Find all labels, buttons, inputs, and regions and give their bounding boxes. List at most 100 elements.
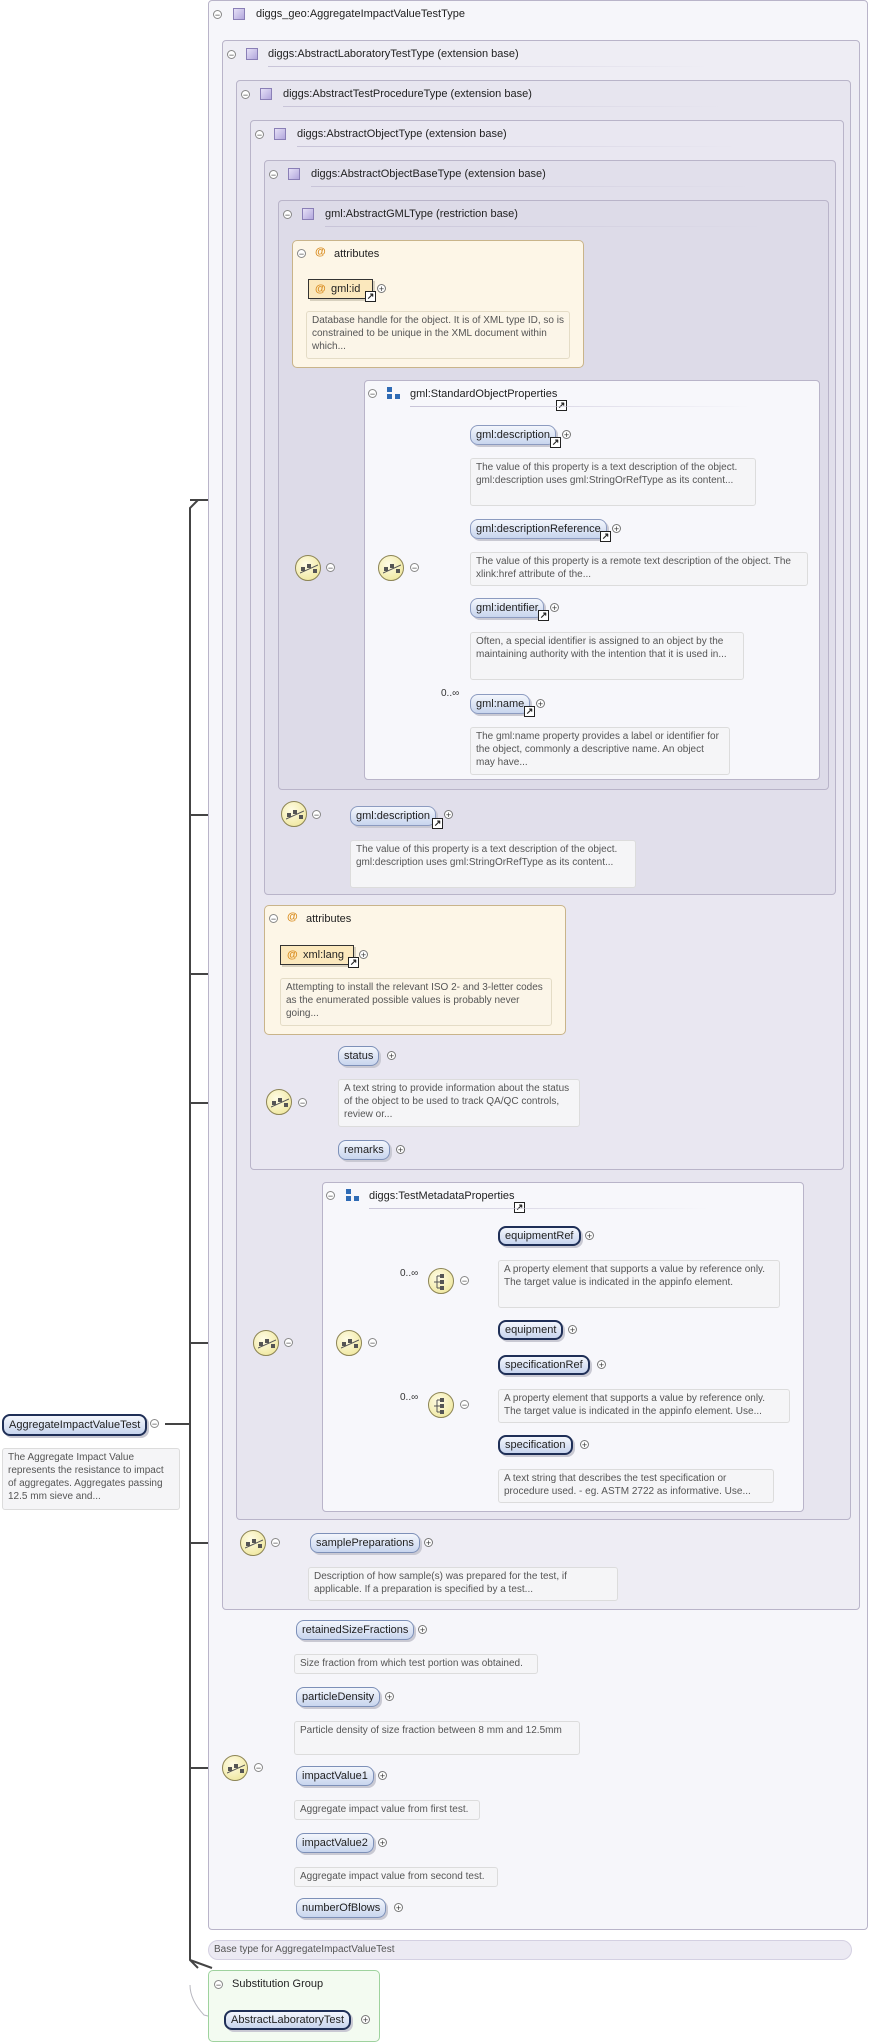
element-description: Description of how sample(s) was prepare… bbox=[308, 1567, 618, 1601]
sequence-compositor-icon[interactable] bbox=[281, 801, 307, 827]
reference-arrow-icon: ↗ bbox=[524, 706, 535, 717]
collapse-toggle[interactable]: − bbox=[460, 1400, 469, 1410]
element-number-of-blows[interactable]: numberOfBlows bbox=[296, 1898, 387, 1918]
collapse-toggle[interactable]: − bbox=[297, 249, 306, 259]
element-gml-identifier[interactable]: gml:identifier bbox=[470, 598, 545, 618]
expand-icon[interactable]: + bbox=[387, 1051, 396, 1061]
expand-icon[interactable]: + bbox=[562, 430, 571, 440]
element-impact-value-2[interactable]: impactValue2 bbox=[296, 1833, 374, 1853]
collapse-toggle[interactable]: − bbox=[284, 1338, 293, 1348]
element-gml-description-reference[interactable]: gml:descriptionReference bbox=[470, 519, 607, 539]
element-abstract-laboratory-test[interactable]: AbstractLaboratoryTest bbox=[224, 2010, 352, 2030]
expand-icon[interactable]: + bbox=[361, 2015, 370, 2025]
expand-icon[interactable]: + bbox=[385, 1692, 394, 1702]
element-particle-density[interactable]: particleDensity bbox=[296, 1687, 381, 1707]
attribute-icon: @ bbox=[315, 246, 326, 258]
expand-icon[interactable]: + bbox=[580, 1440, 589, 1450]
element-equipment[interactable]: equipment bbox=[498, 1320, 564, 1340]
complex-type-icon bbox=[260, 88, 272, 100]
collapse-toggle[interactable]: − bbox=[214, 1980, 223, 1990]
collapse-toggle[interactable]: − bbox=[298, 1098, 307, 1108]
group-title: diggs:TestMetadataProperties bbox=[369, 1190, 515, 1202]
element-retained-size-fractions[interactable]: retainedSizeFractions bbox=[296, 1620, 415, 1640]
expand-icon[interactable]: + bbox=[378, 1838, 387, 1848]
sequence-compositor-icon[interactable] bbox=[222, 1755, 248, 1781]
divider bbox=[311, 186, 751, 187]
sequence-glyph bbox=[383, 564, 401, 574]
collapse-toggle[interactable]: − bbox=[150, 1419, 159, 1429]
expand-icon[interactable]: + bbox=[394, 1903, 403, 1913]
divider bbox=[268, 66, 708, 67]
collapse-toggle[interactable]: − bbox=[255, 130, 264, 140]
sequence-glyph bbox=[300, 564, 318, 574]
element-gml-name[interactable]: gml:name bbox=[470, 694, 531, 714]
element-description: A text string to provide information abo… bbox=[338, 1079, 580, 1127]
collapse-toggle[interactable]: − bbox=[254, 1763, 263, 1773]
element-specification[interactable]: specification bbox=[498, 1435, 573, 1455]
substitution-group-box bbox=[208, 1970, 380, 2042]
collapse-toggle[interactable]: − bbox=[269, 914, 278, 924]
complex-type-icon bbox=[246, 48, 258, 60]
expand-icon[interactable]: + bbox=[568, 1325, 577, 1335]
expand-icon[interactable]: + bbox=[377, 284, 386, 294]
gml-id-attribute[interactable]: @gml:id bbox=[308, 279, 373, 299]
substitution-group-title: Substitution Group bbox=[232, 1978, 324, 1990]
expand-icon[interactable]: + bbox=[550, 603, 559, 613]
base-type-title: diggs:AbstractObjectType (extension base… bbox=[297, 128, 507, 140]
collapse-toggle[interactable]: − bbox=[326, 1191, 335, 1201]
expand-icon[interactable]: + bbox=[424, 1538, 433, 1548]
expand-icon[interactable]: + bbox=[359, 950, 368, 960]
choice-compositor-icon[interactable] bbox=[428, 1268, 454, 1294]
reference-arrow-icon: ↗ bbox=[432, 818, 443, 829]
element-description: The value of this property is a remote t… bbox=[470, 552, 808, 586]
element-description: Size fraction from which test portion wa… bbox=[294, 1654, 538, 1674]
sequence-compositor-icon[interactable] bbox=[253, 1330, 279, 1356]
choice-glyph bbox=[434, 1398, 444, 1414]
expand-icon[interactable]: + bbox=[444, 810, 453, 820]
collapse-toggle[interactable]: − bbox=[410, 563, 419, 573]
base-type-title: diggs:AbstractLaboratoryTestType (extens… bbox=[268, 48, 519, 60]
base-type-title: diggs:AbstractObjectBaseType (extension … bbox=[311, 168, 546, 180]
sequence-compositor-icon[interactable] bbox=[240, 1530, 266, 1556]
collapse-toggle[interactable]: − bbox=[283, 210, 292, 220]
choice-glyph bbox=[434, 1274, 444, 1290]
collapse-toggle[interactable]: − bbox=[460, 1276, 469, 1286]
collapse-toggle[interactable]: − bbox=[241, 90, 250, 100]
element-impact-value-1[interactable]: impactValue1 bbox=[296, 1766, 374, 1786]
collapse-toggle[interactable]: − bbox=[326, 563, 335, 573]
collapse-toggle[interactable]: − bbox=[271, 1538, 280, 1548]
sequence-compositor-icon[interactable] bbox=[266, 1089, 292, 1115]
element-gml-description[interactable]: gml:description bbox=[470, 425, 556, 445]
collapse-toggle[interactable]: − bbox=[368, 389, 377, 399]
expand-icon[interactable]: + bbox=[597, 1360, 606, 1370]
sequence-compositor-icon[interactable] bbox=[378, 555, 404, 581]
collapse-toggle[interactable]: − bbox=[269, 170, 278, 180]
collapse-toggle[interactable]: − bbox=[368, 1338, 377, 1348]
choice-compositor-icon[interactable] bbox=[428, 1392, 454, 1418]
sequence-compositor-icon[interactable] bbox=[336, 1330, 362, 1356]
xml-lang-attribute[interactable]: @xml:lang bbox=[280, 945, 354, 965]
expand-icon[interactable]: + bbox=[396, 1145, 405, 1155]
collapse-toggle[interactable]: − bbox=[312, 810, 321, 820]
root-element[interactable]: AggregateImpactValueTest bbox=[2, 1414, 148, 1436]
group-title: gml:StandardObjectProperties bbox=[410, 388, 558, 400]
element-remarks[interactable]: remarks bbox=[338, 1140, 390, 1160]
element-description: Aggregate impact value from first test. bbox=[294, 1800, 480, 1820]
expand-icon[interactable]: + bbox=[612, 524, 621, 534]
element-specification-ref[interactable]: specificationRef bbox=[498, 1355, 590, 1375]
element-sample-preparations[interactable]: samplePreparations bbox=[310, 1533, 420, 1553]
collapse-toggle[interactable]: − bbox=[213, 10, 222, 20]
expand-icon[interactable]: + bbox=[536, 699, 545, 709]
reference-arrow-icon: ↗ bbox=[538, 610, 549, 621]
divider bbox=[297, 146, 737, 147]
collapse-toggle[interactable]: − bbox=[227, 50, 236, 60]
expand-icon[interactable]: + bbox=[378, 1771, 387, 1781]
element-equipment-ref[interactable]: equipmentRef bbox=[498, 1226, 581, 1246]
gml-id-description: Database handle for the object. It is of… bbox=[306, 311, 570, 359]
expand-icon[interactable]: + bbox=[418, 1625, 427, 1635]
element-status[interactable]: status bbox=[338, 1046, 380, 1066]
sequence-compositor-icon[interactable] bbox=[295, 555, 321, 581]
complex-type-icon bbox=[233, 8, 245, 20]
expand-icon[interactable]: + bbox=[585, 1231, 594, 1241]
element-gml-description-2[interactable]: gml:description bbox=[350, 806, 436, 826]
